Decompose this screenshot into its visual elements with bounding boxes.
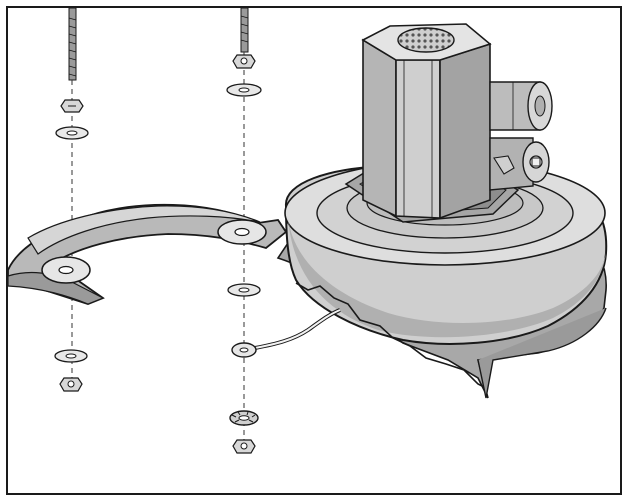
assembly-illustration bbox=[8, 8, 608, 454]
flat-washer-left-top bbox=[55, 126, 89, 140]
hex-nut-right-bottom bbox=[232, 439, 256, 454]
flat-washer-left-bottom bbox=[54, 349, 88, 363]
ring-terminal bbox=[231, 342, 257, 358]
diagram-frame bbox=[6, 6, 622, 495]
capacitor-upper bbox=[489, 81, 553, 131]
flat-washer-right-top bbox=[226, 83, 262, 97]
threaded-rod-left bbox=[68, 8, 77, 81]
strap-tab-left bbox=[41, 256, 91, 284]
flat-washer-right-mid bbox=[227, 283, 261, 297]
mounting-strap bbox=[8, 203, 288, 305]
wire-clip bbox=[493, 155, 515, 175]
hex-nut-left-top bbox=[60, 99, 84, 113]
threaded-rod-right bbox=[240, 8, 249, 53]
motor-housing bbox=[361, 23, 492, 220]
hex-nut-right-top bbox=[232, 54, 256, 69]
ground-wire bbox=[254, 308, 341, 350]
strap-tab-right bbox=[217, 219, 267, 245]
star-lock-washer bbox=[229, 410, 259, 426]
hex-nut-left-bottom bbox=[59, 377, 83, 392]
vent-grille bbox=[397, 27, 455, 53]
